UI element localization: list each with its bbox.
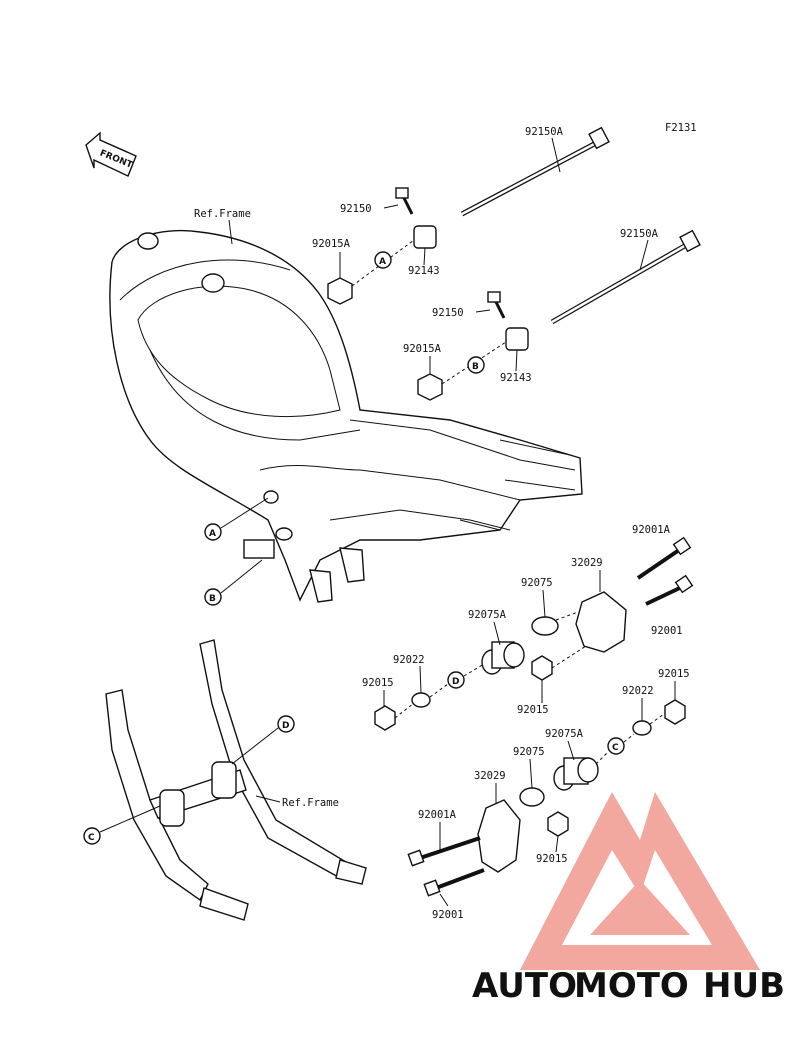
bolt-92150A-lower	[550, 229, 701, 325]
collar-92143-lower	[505, 327, 529, 351]
part-label-92015-1: 92015	[362, 677, 394, 689]
nut-92015-left	[374, 705, 396, 731]
part-label-92015-4: 92015	[536, 853, 568, 865]
ref-frame-label-top: Ref.Frame	[194, 208, 251, 220]
callout-C-right: C	[607, 737, 625, 755]
callout-A-upper: A	[374, 251, 392, 269]
washer-92075-upper	[531, 616, 559, 636]
nut-92015-center	[531, 655, 553, 681]
part-label-92015A-2: 92015A	[403, 343, 442, 355]
bracket-32029-lower	[477, 799, 521, 873]
bolt-92001A-upper	[636, 536, 692, 580]
main-frame-drawing	[109, 229, 583, 603]
callout-B-frame: B	[204, 559, 263, 606]
svg-text:B: B	[472, 362, 479, 372]
part-label-92075-2: 92075	[513, 746, 545, 758]
nut-92015A-lower	[417, 373, 443, 401]
part-label-92075A-2: 92075A	[545, 728, 584, 740]
part-label-92001A-2: 92001A	[418, 809, 457, 821]
ref-frame-label-bottom: Ref.Frame	[282, 797, 339, 809]
svg-text:C: C	[612, 743, 619, 753]
part-label-92022-1: 92022	[393, 654, 425, 666]
part-label-92022-2: 92022	[622, 685, 654, 697]
part-label-92150-1: 92150	[340, 203, 372, 215]
collar-92143-upper	[413, 225, 437, 249]
bolt-92150A-upper	[460, 126, 610, 217]
part-label-32029-1: 32029	[571, 557, 603, 569]
watermark-hub: HUB	[703, 966, 785, 1006]
callout-C-left: C	[83, 805, 161, 845]
callout-A-frame: A	[204, 497, 269, 541]
part-label-92001-1: 92001	[651, 625, 683, 637]
front-arrow-icon: FRONT	[85, 131, 137, 177]
bolt-92150-upper	[395, 187, 414, 215]
svg-text:A: A	[209, 529, 216, 539]
bracket-32029-upper	[575, 591, 627, 653]
part-label-92015-2: 92015	[517, 704, 549, 716]
bushing-92075A-upper	[481, 641, 525, 675]
part-label-92150A-1: 92150A	[525, 126, 564, 138]
lower-frame-drawing	[105, 639, 367, 921]
bolt-92001-upper	[645, 574, 694, 606]
bolt-92001A-lower	[407, 836, 481, 867]
part-label-92143-1: 92143	[408, 265, 440, 277]
logo-inner-peak	[590, 880, 690, 935]
svg-text:D: D	[452, 677, 459, 687]
svg-text:D: D	[282, 721, 289, 731]
nut-92015-lower	[547, 811, 569, 837]
bolt-92001-lower	[423, 868, 485, 897]
part-label-92015-3: 92015	[658, 668, 690, 680]
bushing-92075A-lower	[553, 757, 599, 791]
svg-text:A: A	[379, 257, 386, 267]
washer-92075-lower	[519, 787, 545, 807]
washer-92022-upper	[411, 692, 431, 708]
nut-92015-right	[664, 699, 686, 725]
part-label-92001-2: 92001	[432, 909, 464, 921]
watermark-auto: AUTO	[472, 966, 577, 1006]
washer-92022-lower	[632, 720, 652, 736]
watermark-logo	[520, 792, 760, 970]
figure-code: F2131	[665, 122, 697, 134]
callout-D-left: D	[231, 715, 295, 765]
watermark-text: AUTO MOTO HUB	[472, 966, 785, 1006]
part-label-32029-2: 32029	[474, 770, 506, 782]
nut-92015A-upper	[327, 277, 353, 305]
callout-D-right: D	[447, 671, 465, 689]
svg-text:C: C	[88, 833, 95, 843]
part-label-92143-2: 92143	[500, 372, 532, 384]
part-label-92150A-2: 92150A	[620, 228, 659, 240]
watermark-moto: MOTO	[574, 966, 689, 1006]
part-label-92015A-1: 92015A	[312, 238, 351, 250]
svg-text:B: B	[209, 594, 216, 604]
bolt-92150-lower	[487, 291, 506, 319]
part-label-92075A-1: 92075A	[468, 609, 507, 621]
part-label-92001A-1: 92001A	[632, 524, 671, 536]
part-label-92150-2: 92150	[432, 307, 464, 319]
part-label-92075-1: 92075	[521, 577, 553, 589]
callout-B-upper: B	[467, 356, 485, 374]
